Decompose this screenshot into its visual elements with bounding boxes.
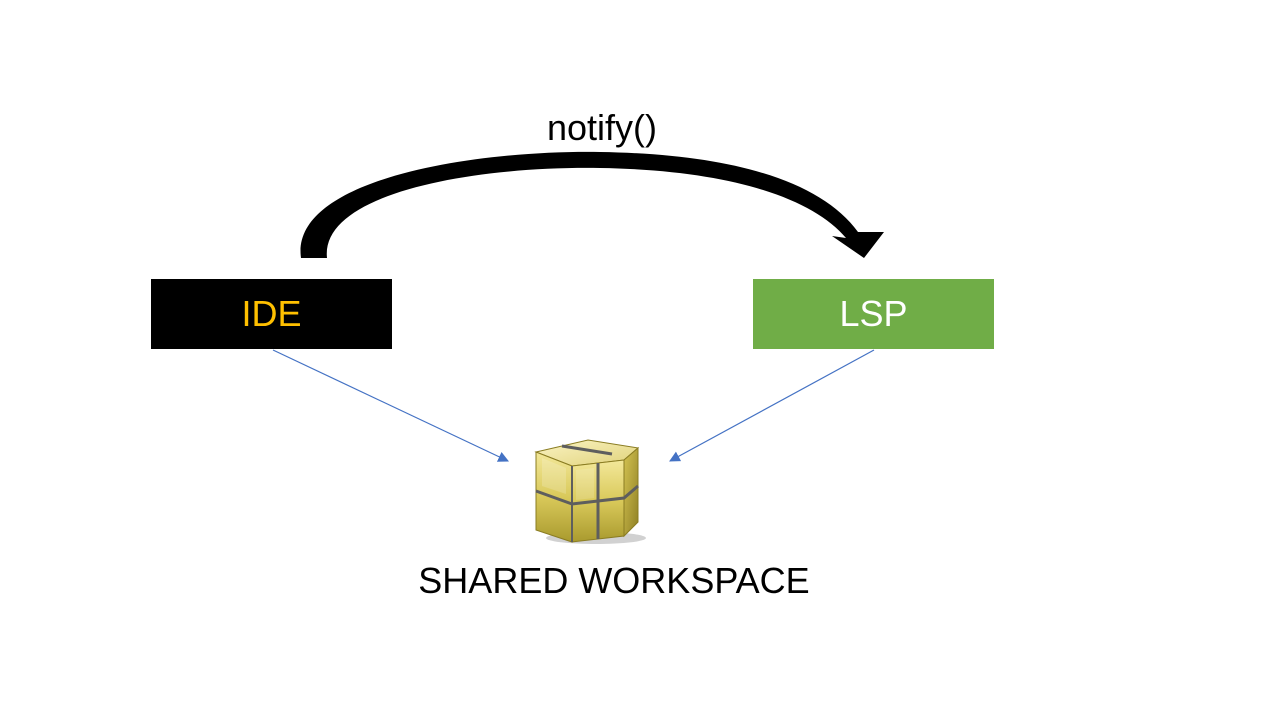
ide-box: IDE — [151, 279, 392, 349]
notify-arrow — [300, 151, 885, 258]
workspace-label: SHARED WORKSPACE — [418, 560, 810, 601]
package-cube-icon — [534, 439, 646, 544]
ide-to-workspace-connector — [272, 349, 509, 462]
lsp-box: LSP — [753, 279, 994, 349]
lsp-to-workspace-connector — [669, 349, 875, 462]
ide-label: IDE — [241, 293, 302, 334]
notify-label: notify() — [546, 107, 658, 148]
lsp-label: LSP — [839, 293, 908, 334]
